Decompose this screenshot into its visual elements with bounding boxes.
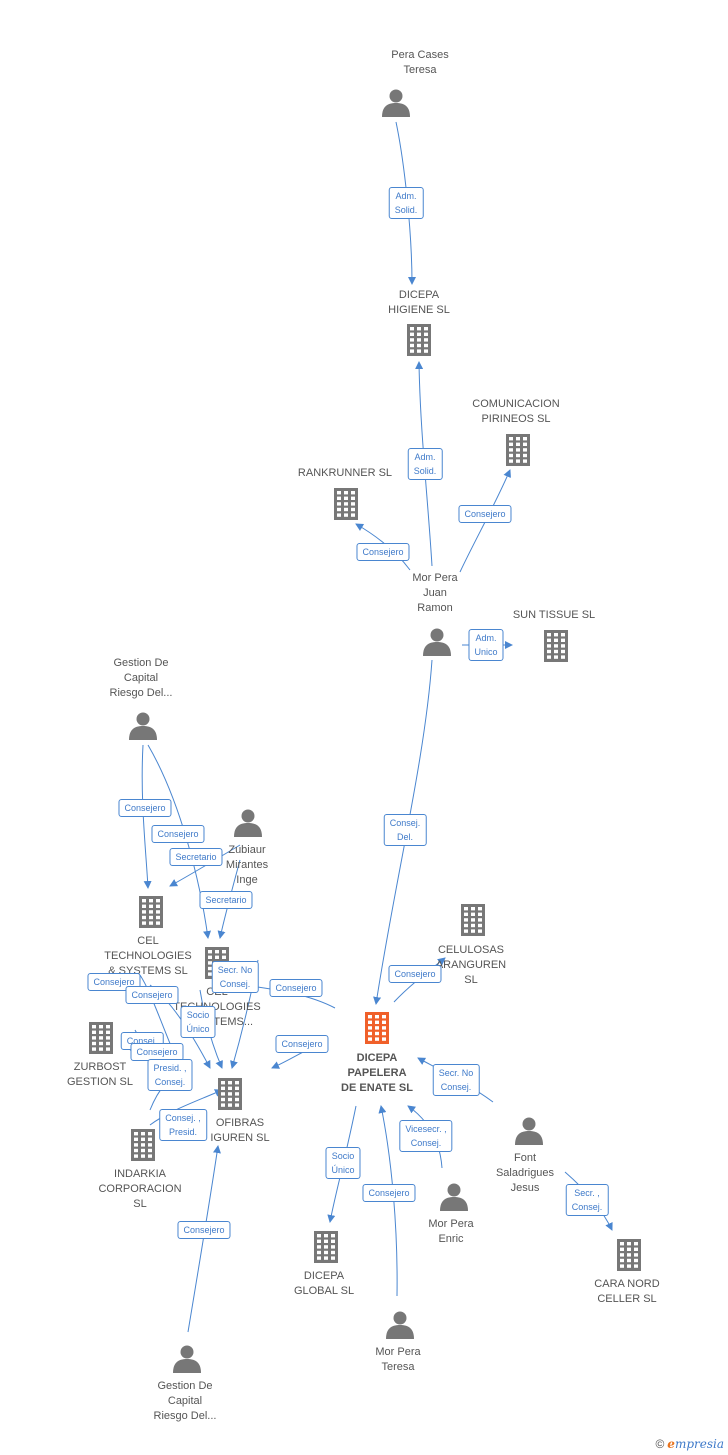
person-icon	[234, 809, 262, 837]
edge-role-label: Secretario	[169, 848, 223, 866]
edge-role-label: Secr. , Consej.	[565, 1184, 609, 1216]
edge-role-label: Consejero	[458, 505, 512, 523]
node-label-zubiaur[interactable]: Zubiaur Mirantes Inge	[225, 844, 269, 886]
building-icon	[314, 1231, 338, 1263]
person-icon	[173, 1345, 201, 1373]
node-label-mor-juan[interactable]: Mor Pera Juan Ramon	[412, 572, 458, 614]
edge-role-label: Secr. No Consej.	[432, 1064, 480, 1096]
node-label-dicepa-papelera[interactable]: DICEPA PAPELERA DE ENATE SL	[341, 1052, 413, 1094]
node-label-celulosas[interactable]: CELULOSAS ARANGUREN SL	[435, 944, 507, 986]
edge-role-label: Presid. , Consej.	[147, 1059, 193, 1091]
edge-role-label: Adm. Solid.	[407, 448, 443, 480]
node-label-gestion1[interactable]: Gestion De Capital Riesgo Del...	[109, 657, 173, 699]
node-label-font[interactable]: Font Saladrigues Jesus	[495, 1152, 555, 1194]
person-icon	[515, 1117, 543, 1145]
building-icon	[506, 434, 530, 466]
edge-role-label: Vicesecr. , Consej.	[399, 1120, 453, 1152]
edge-role-label: Consejero	[269, 979, 323, 997]
edge-role-label: Socio Único	[180, 1006, 216, 1038]
person-icon	[386, 1311, 414, 1339]
building-icon	[617, 1239, 641, 1271]
node-label-cara-nord[interactable]: CARA NORD CELLER SL	[594, 1278, 660, 1305]
node-label-ofibras[interactable]: OFIBRAS IGUREN SL	[210, 1117, 270, 1144]
building-icon	[218, 1078, 242, 1110]
edge-role-label: Consejero	[362, 1184, 416, 1202]
edge-role-label: Consejero	[275, 1035, 329, 1053]
building-icon	[365, 1012, 389, 1044]
person-icon	[382, 89, 410, 117]
building-icon	[544, 630, 568, 662]
node-label-zurbost[interactable]: ZURBOST GESTION SL	[66, 1061, 134, 1088]
edge-line	[149, 1089, 223, 1126]
building-icon	[407, 324, 431, 356]
edge-role-label: Adm. Solid.	[388, 187, 424, 219]
edge-role-label: Secretario	[199, 891, 253, 909]
node-label-dicepa-global[interactable]: DICEPA GLOBAL SL	[293, 1270, 355, 1297]
node-label-mor-teresa[interactable]: Mor Pera Teresa	[375, 1346, 421, 1373]
edge-role-label: Consejero	[356, 543, 410, 561]
node-label-pera-cases[interactable]: Pera Cases Teresa	[391, 49, 449, 76]
edge-role-label: Socio Único	[325, 1147, 361, 1179]
node-label-comunicacion[interactable]: COMUNICACION PIRINEOS SL	[472, 398, 560, 425]
person-icon	[423, 628, 451, 656]
edge-role-label: Consej. , Presid.	[159, 1109, 207, 1141]
building-icon	[131, 1129, 155, 1161]
edge-line	[169, 844, 241, 887]
edge-role-label: Consejero	[388, 965, 442, 983]
node-label-mor-enric[interactable]: Mor Pera Enric	[428, 1218, 474, 1245]
footer-brand: ©empresia	[655, 1437, 724, 1451]
node-label-indarkia[interactable]: INDARKIA CORPORACION SL	[98, 1168, 182, 1210]
person-icon	[440, 1183, 468, 1211]
edge-role-label: Secr. No Consej.	[211, 961, 259, 993]
building-icon	[139, 896, 163, 928]
edge-role-label: Consejero	[177, 1221, 231, 1239]
node-label-gestion2[interactable]: Gestion De Capital Riesgo Del...	[153, 1380, 217, 1422]
person-icon	[129, 712, 157, 740]
node-label-dicepa-higiene[interactable]: DICEPA HIGIENE SL	[388, 289, 450, 316]
edge-role-label: Consejero	[125, 986, 179, 1004]
edge-line	[141, 744, 152, 889]
brand-logo: empresia	[667, 1437, 724, 1451]
building-icon	[334, 488, 358, 520]
building-icon	[89, 1022, 113, 1054]
edge-role-label: Consejero	[118, 799, 172, 817]
edge-role-label: Consejero	[151, 825, 205, 843]
edge-role-label: Consej. Del.	[383, 814, 427, 846]
edge-role-label: Adm. Unico	[468, 629, 504, 661]
building-icon	[461, 904, 485, 936]
node-label-sun-tissue[interactable]: SUN TISSUE SL	[512, 609, 596, 621]
copyright-symbol: ©	[655, 1437, 665, 1451]
node-label-rankrunner[interactable]: RANKRUNNER SL	[297, 467, 393, 479]
